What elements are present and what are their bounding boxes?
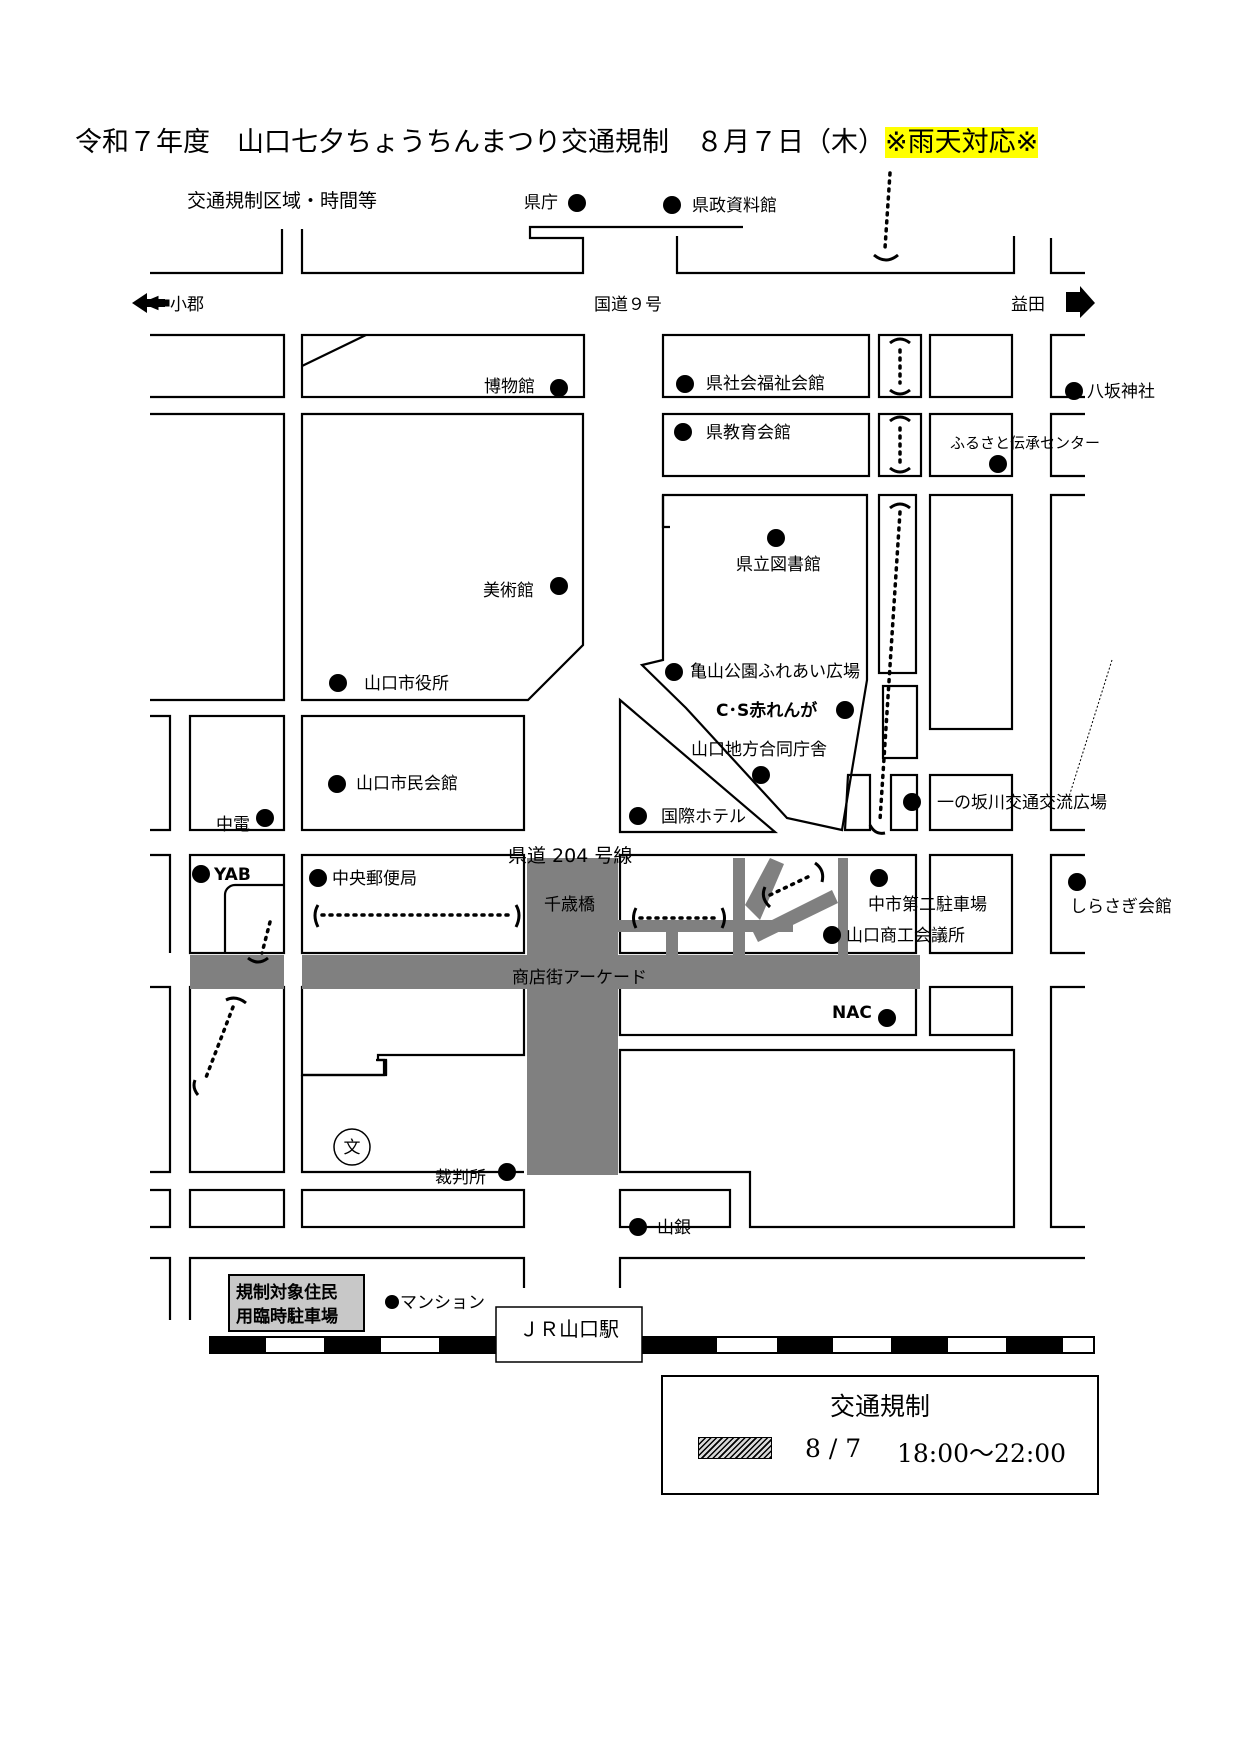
legend-title: 交通規制 (829, 1392, 930, 1421)
marker-nac (878, 1009, 896, 1027)
label-arcade: 商店街アーケード (512, 968, 647, 988)
regulated-area-side (733, 858, 745, 955)
station-label: ＪＲ山口駅 (519, 1317, 619, 1341)
marker-yasaka (1065, 382, 1083, 400)
label-ichinosaka: 一の坂川交通交流広場 (937, 793, 1107, 813)
marker-furusato (989, 455, 1007, 473)
regulated-area-side (838, 858, 848, 955)
label-akarenga: C･S赤れんが (716, 700, 817, 721)
label-yubin: 中央郵便局 (332, 869, 417, 889)
marker-yab (192, 865, 210, 883)
marker-mansion (385, 1295, 399, 1309)
label-toshokan: 県立図書館 (736, 555, 821, 575)
marker-yamagin (629, 1218, 647, 1236)
label-kameyama: 亀山公園ふれあい広場 (690, 662, 860, 682)
label-route9: 国道９号 (594, 295, 662, 315)
markers (192, 194, 1086, 1309)
school-label: 文 (344, 1138, 361, 1158)
label-shoko: 山口商工会議所 (846, 926, 965, 946)
marker-chuichi (870, 869, 888, 887)
regulated-area-side (666, 932, 678, 955)
regulated-area-side (752, 890, 838, 942)
label-shiminkaikan: 山口市民会館 (356, 774, 458, 794)
label-saibansho: 裁判所 (435, 1168, 486, 1188)
label-chuichi: 中市第二駐車場 (868, 895, 987, 915)
label-yamagin: 山銀 (657, 1218, 691, 1238)
label-yasaka: 八坂神社 (1087, 382, 1155, 402)
label-east-dest: 益田 (1011, 295, 1045, 315)
marker-yubin (309, 869, 327, 887)
marker-kencho (568, 194, 586, 212)
label-nac: NAC (832, 1003, 872, 1023)
marker-kokusai (629, 807, 647, 825)
label-yab: YAB (213, 865, 251, 885)
barriers (192, 171, 911, 1096)
label-shirasagi: しらさぎ会館 (1070, 897, 1172, 917)
regulated-area-arcade-west (190, 955, 284, 989)
label-mansion: マンション (400, 1293, 485, 1313)
parking-label-line2: 用臨時駐車場 (236, 1306, 338, 1327)
marker-chuden (256, 809, 274, 827)
label-pref-road: 県道 204 号線 (508, 845, 632, 867)
marker-shiyakusho (329, 674, 347, 692)
regulated-area-chitose (527, 858, 618, 1175)
marker-toshokan (767, 529, 785, 547)
label-kencho: 県庁 (524, 193, 558, 213)
label-kokusai: 国際ホテル (661, 807, 746, 827)
label-furusato: ふるさと伝承センター (950, 434, 1100, 452)
marker-shoko (823, 926, 841, 944)
label-godo: 山口地方合同庁舎 (691, 740, 827, 760)
marker-shiryokan (663, 196, 681, 214)
legend-swatch (698, 1437, 772, 1459)
label-west-dest: 小郡 (170, 295, 204, 315)
marker-saibansho (498, 1163, 516, 1181)
railway (209, 1336, 1095, 1354)
label-bijutsukan: 美術館 (483, 581, 534, 601)
station-box (495, 1306, 643, 1363)
label-hakubutsukan: 博物館 (484, 377, 535, 397)
parking-box (228, 1274, 365, 1332)
school-icon (333, 1128, 371, 1166)
marker-ichinosaka (903, 793, 921, 811)
regulated-area (190, 858, 920, 1175)
label-chuden: 中電 (216, 815, 250, 835)
marker-kyoiku (674, 423, 692, 441)
dashed-path (1067, 659, 1113, 801)
arrow-east-icon (1066, 286, 1095, 318)
marker-shakai (676, 375, 694, 393)
marker-godo (752, 766, 770, 784)
regulated-area-arcade (302, 955, 920, 989)
marker-shiminkaikan (328, 775, 346, 793)
label-shiyakusho: 山口市役所 (364, 674, 449, 694)
label-shakai: 県社会福祉会館 (706, 374, 825, 394)
arrow-west-icon (132, 293, 165, 313)
title-highlight: ※雨天対応※ (885, 127, 1039, 158)
parking-label-line1: 規制対象住民 (236, 1282, 338, 1303)
page-title: 令和７年度 山口七夕ちょうちんまつり交通規制 ８月７日（木）※雨天対応※ (75, 120, 1039, 159)
label-kyoiku: 県教育会館 (706, 423, 791, 443)
marker-hakubutsukan (550, 379, 568, 397)
marker-shirasagi (1068, 873, 1086, 891)
marker-akarenga (836, 701, 854, 719)
legend-date: 8 / 7 (805, 1434, 862, 1463)
marker-kameyama (665, 663, 683, 681)
title-main: 令和７年度 山口七夕ちょうちんまつり交通規制 ８月７日（木） (75, 127, 885, 158)
subtitle: 交通規制区域・時間等 (187, 190, 378, 212)
legend: 交通規制 8 / 7 18:00～22:00 (661, 1375, 1099, 1495)
label-chitose: 千歳橋 (544, 895, 595, 915)
regulated-area-side (618, 920, 793, 932)
marker-bijutsukan (550, 577, 568, 595)
legend-time: 18:00～22:00 (897, 1439, 1067, 1468)
label-shiryokan: 県政資料館 (692, 196, 777, 216)
